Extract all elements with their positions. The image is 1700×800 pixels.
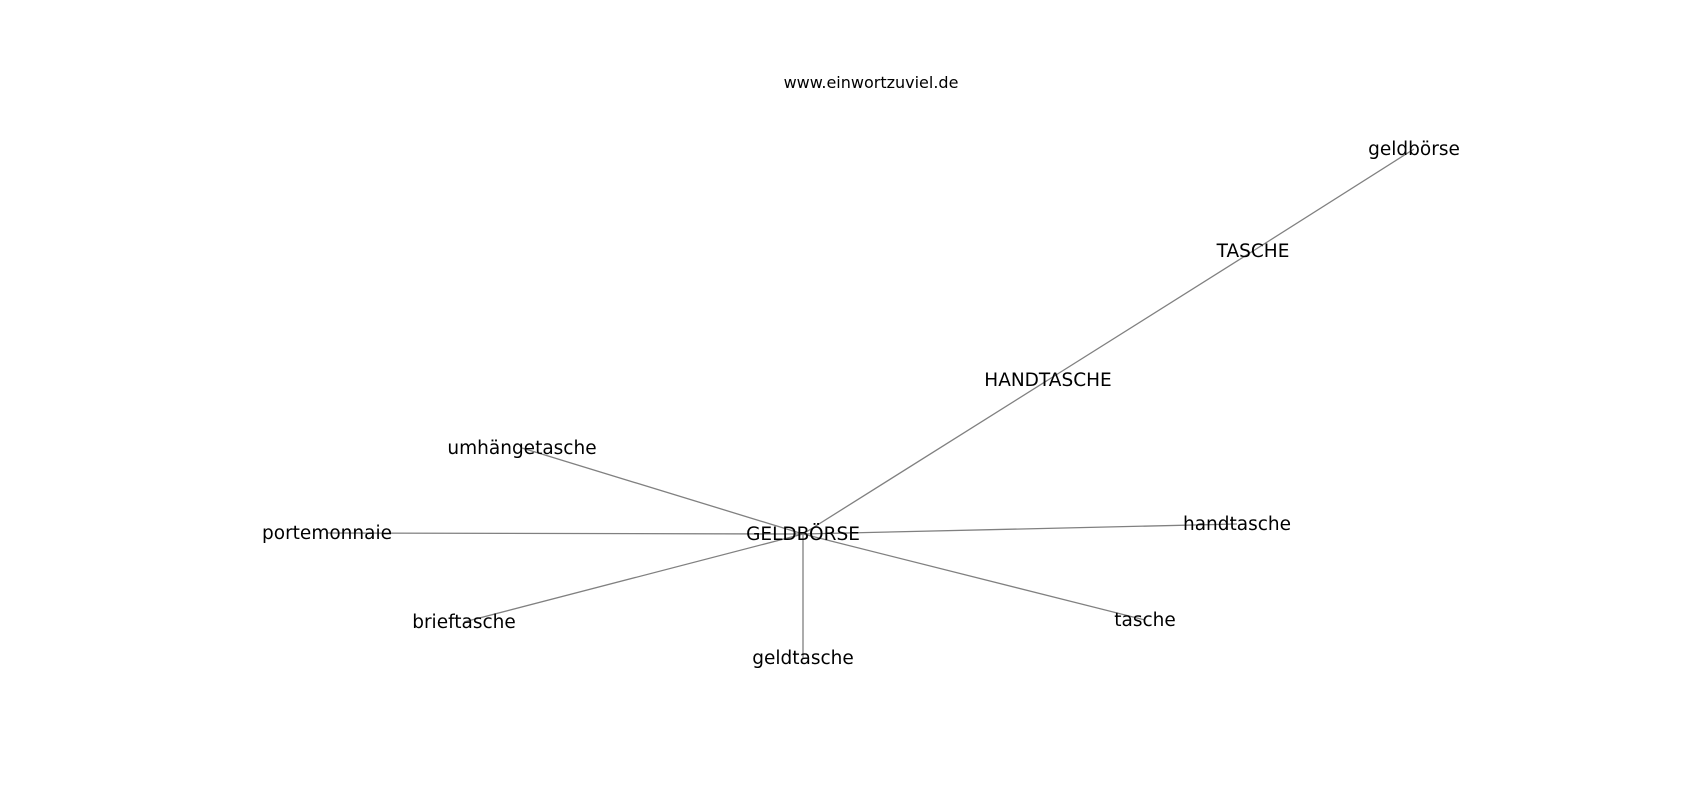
node-handtasche-upper: HANDTASCHE bbox=[984, 370, 1111, 391]
edge-geldboerse_main-portemonnaie bbox=[326, 532, 804, 535]
node-umhaengetasche: umhängetasche bbox=[447, 438, 596, 459]
node-layer: GELDBÖRSE HANDTASCHE TASCHE geldbörse um… bbox=[262, 139, 1460, 669]
edge-tasche_upper-geldboerse_lower bbox=[1252, 148, 1415, 252]
site-url-title: www.einwortzuviel.de bbox=[784, 73, 959, 92]
node-geldboerse-lower: geldbörse bbox=[1368, 139, 1460, 160]
edge-layer bbox=[326, 148, 1415, 658]
node-tasche-lower: tasche bbox=[1114, 610, 1176, 631]
edge-geldboerse_main-handtasche_upper bbox=[802, 379, 1049, 535]
node-tasche-upper: TASCHE bbox=[1216, 241, 1290, 262]
node-geldtasche: geldtasche bbox=[752, 648, 854, 669]
edge-geldboerse_main-handtasche_lower bbox=[802, 523, 1238, 535]
edge-geldboerse_main-tasche_lower bbox=[802, 533, 1146, 621]
node-handtasche-lower: handtasche bbox=[1183, 514, 1291, 535]
edge-geldboerse_main-umhaengetasche bbox=[521, 447, 804, 535]
edge-handtasche_upper-tasche_upper bbox=[1047, 250, 1254, 381]
node-geldboerse-main: GELDBÖRSE bbox=[746, 523, 860, 545]
node-portemonnaie: portemonnaie bbox=[262, 523, 392, 544]
node-brieftasche: brieftasche bbox=[412, 612, 516, 633]
edge-geldboerse_main-brieftasche bbox=[463, 533, 804, 623]
